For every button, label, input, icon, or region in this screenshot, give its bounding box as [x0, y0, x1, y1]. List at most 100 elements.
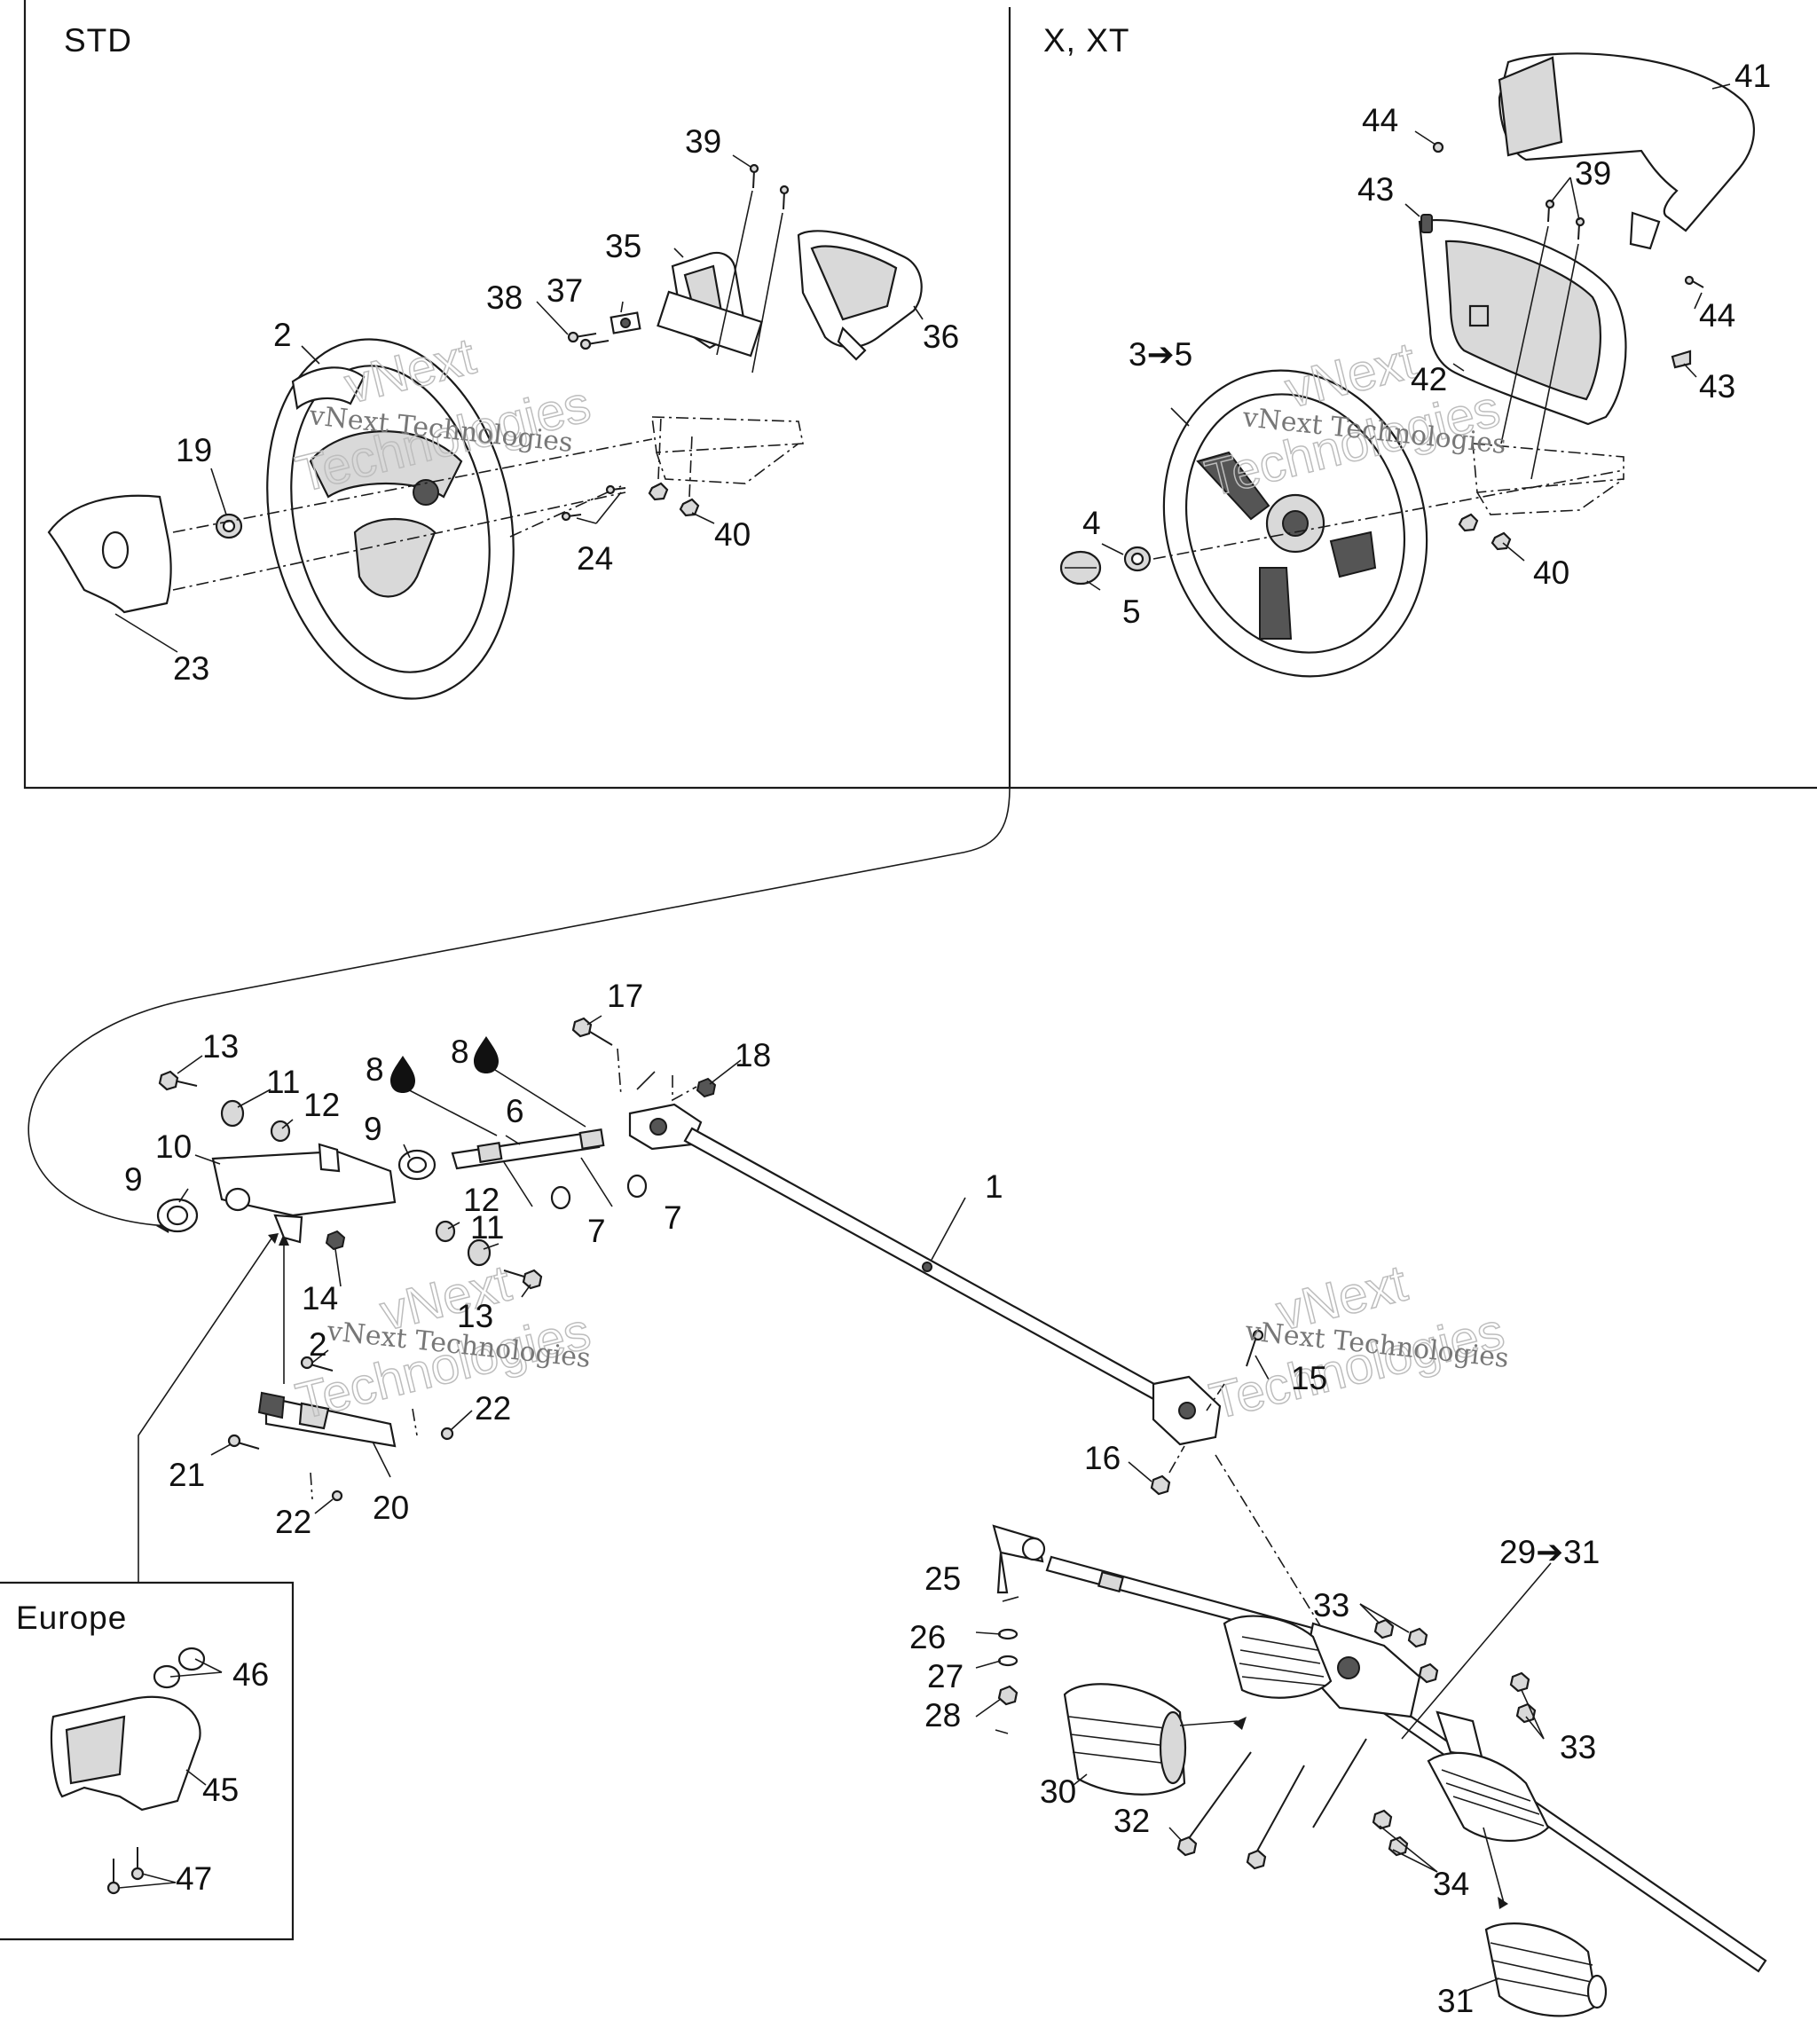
callout-23: 23	[173, 650, 209, 687]
callout-36: 36	[923, 318, 959, 355]
callout-29-31: 29➔31	[1499, 1534, 1600, 1570]
callout-2: 2	[309, 1326, 327, 1363]
nut-28	[995, 1685, 1019, 1734]
xt-nuts-40	[1458, 513, 1512, 551]
screws-21	[227, 1356, 334, 1450]
watermark-4: vNext Technologies vNext Technologies	[1204, 1254, 1511, 1431]
boot-upper	[1223, 1615, 1333, 1699]
callout-35: 35	[605, 228, 641, 264]
std-center-pad	[47, 494, 172, 614]
std-bracket-dashed	[651, 416, 804, 484]
bushing-9-right	[397, 1149, 437, 1181]
callout-42: 42	[1411, 361, 1447, 397]
bolts-13	[158, 1070, 543, 1290]
europe-bracket-45	[50, 1695, 201, 1812]
xt-screws-39	[1500, 199, 1585, 480]
xt-gauge-bezel-42	[1418, 218, 1627, 426]
callout-32: 32	[1113, 1803, 1150, 1839]
callout-25: 25	[924, 1561, 961, 1597]
sensor-20	[257, 1391, 397, 1448]
bolt-17	[571, 1017, 622, 1097]
callout-31: 31	[1437, 1983, 1474, 2019]
callout-40: 40	[714, 516, 751, 553]
std-screw-38	[567, 331, 610, 350]
callout-20: 20	[373, 1490, 409, 1526]
section-label-x-xt: X, XT	[1043, 22, 1130, 59]
callout-3-5: 3➔5	[1129, 336, 1192, 373]
callout-13: 13	[457, 1298, 493, 1334]
xt-clip-43	[1420, 214, 1692, 369]
callout-40: 40	[1533, 554, 1569, 591]
callout-16: 16	[1084, 1440, 1121, 1476]
std-nuts-40	[648, 416, 700, 517]
callout-28: 28	[924, 1697, 961, 1733]
callout-12: 12	[303, 1087, 340, 1123]
callout-5: 5	[1122, 594, 1141, 630]
xt-emblem-5	[1059, 550, 1102, 586]
callout-37: 37	[547, 272, 583, 309]
xt-cover-41	[1498, 52, 1755, 250]
rack-housing	[1302, 1622, 1483, 1758]
boot-30	[1063, 1683, 1187, 1796]
bolts-34	[1372, 1809, 1409, 1857]
xt-bracket-dashed	[1472, 443, 1624, 515]
callout-9: 9	[364, 1111, 382, 1147]
shaft-6	[451, 1128, 605, 1170]
callout-labels: 2 19 23 24 40 35 36 37 38 39 41 44 44 43…	[124, 58, 1771, 2019]
nuts-22	[310, 1408, 454, 1502]
callout-22: 22	[275, 1504, 311, 1540]
callout-44: 44	[1362, 102, 1398, 138]
callout-30: 30	[1040, 1773, 1076, 1810]
callout-26: 26	[909, 1619, 946, 1655]
callout-33: 33	[1313, 1587, 1349, 1623]
callout-15: 15	[1291, 1360, 1327, 1396]
callout-11: 11	[470, 1209, 504, 1246]
xt-steering-wheel	[1162, 369, 1428, 678]
callout-43: 43	[1357, 171, 1394, 208]
bolt-15	[1206, 1329, 1264, 1411]
callout-34: 34	[1433, 1866, 1469, 1902]
callout-7: 7	[587, 1213, 606, 1249]
arrow-head	[268, 1233, 279, 1244]
boot-31	[1484, 1922, 1608, 2017]
callout-39: 39	[1575, 155, 1611, 192]
tie-rod-end-25	[992, 1524, 1046, 1594]
section-label-std: STD	[64, 22, 132, 59]
callout-18: 18	[735, 1037, 771, 1073]
std-screws-24	[561, 484, 626, 522]
bushing-9-left	[156, 1198, 199, 1233]
callout-10: 10	[155, 1128, 192, 1165]
callout-17: 17	[607, 978, 643, 1014]
nut-14	[325, 1230, 346, 1251]
std-gauge-bezel-35	[657, 251, 763, 358]
boot-lower	[1427, 1751, 1550, 1842]
callout-21: 21	[169, 1457, 205, 1493]
callout-8: 8	[366, 1051, 384, 1088]
callout-2: 2	[273, 317, 292, 353]
section-label-europe: Europe	[16, 1600, 127, 1636]
frame-lines	[0, 0, 1817, 1941]
callout-6: 6	[506, 1093, 524, 1129]
leader-lines	[114, 83, 1731, 1993]
std-screws-39	[716, 163, 790, 373]
callout-43: 43	[1699, 368, 1735, 405]
xt-nut-4	[1123, 546, 1152, 572]
callout-38: 38	[486, 279, 523, 316]
column-bracket-10	[211, 1143, 397, 1244]
steering-shaft-1	[683, 1127, 1164, 1402]
nut-18	[672, 1075, 717, 1102]
callout-46: 46	[232, 1656, 269, 1693]
callout-11: 11	[266, 1064, 300, 1100]
nut-16	[1150, 1445, 1185, 1496]
callout-7: 7	[664, 1199, 682, 1236]
callout-33: 33	[1560, 1729, 1596, 1765]
callout-12: 12	[463, 1182, 499, 1218]
std-steering-wheel	[266, 338, 515, 700]
oil-drop-icon	[390, 1056, 415, 1093]
o-rings-7	[550, 1174, 648, 1210]
oil-drop-icon	[474, 1036, 499, 1073]
callout-45: 45	[202, 1772, 239, 1808]
callout-4: 4	[1082, 505, 1101, 541]
std-gauge-36	[797, 230, 923, 361]
